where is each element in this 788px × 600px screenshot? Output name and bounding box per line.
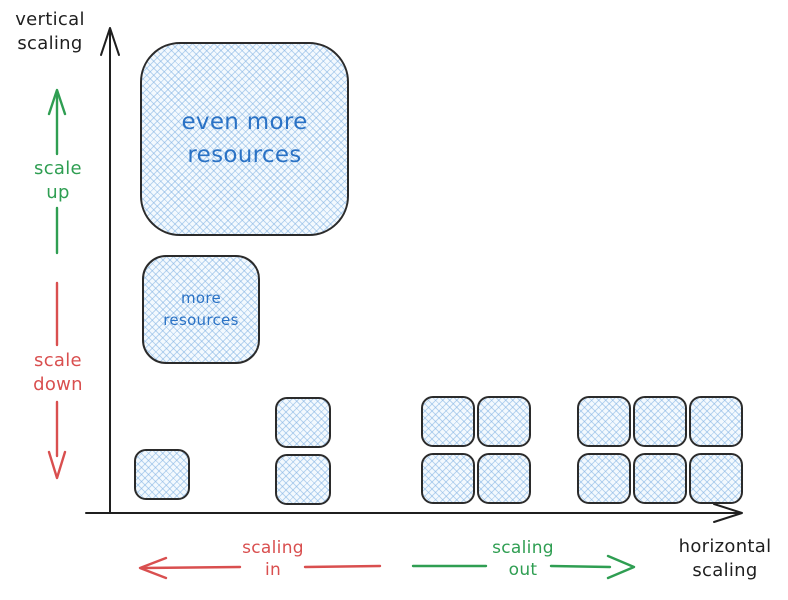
server-box [633, 396, 687, 447]
server-box [477, 453, 531, 504]
server-box [689, 396, 743, 447]
server-box [689, 453, 743, 504]
server-box [477, 396, 531, 447]
even-more-resources-label: even more resources [181, 108, 308, 168]
scaling-in-arrow-icon [138, 556, 382, 580]
scaling-out-label: scaling out [492, 538, 554, 581]
server-group-2x2 [421, 396, 531, 504]
x-axis-arrowhead-icon [713, 503, 743, 523]
scaling-in-label: scaling in [242, 538, 304, 581]
y-axis-label: vertical scaling [15, 9, 85, 55]
server-box [275, 397, 331, 448]
scale-up-arrow-icon [47, 88, 67, 255]
y-axis [100, 27, 120, 514]
server-box [577, 396, 631, 447]
server-box [633, 453, 687, 504]
x-axis [85, 503, 743, 523]
server-group-2x3 [577, 396, 743, 504]
even-more-resources-box: even more resources [140, 42, 349, 236]
server-box [275, 454, 331, 505]
server-box [134, 449, 190, 500]
scale-down-label: scale down [33, 350, 83, 396]
scale-up-label: scale up [34, 158, 82, 204]
scaling-out-arrow-icon [411, 554, 636, 580]
x-axis-label: horizontal scaling [678, 536, 772, 582]
server-box [421, 453, 475, 504]
server-box [421, 396, 475, 447]
more-resources-label: more resources [163, 288, 239, 329]
server-group-stack-of-2 [275, 397, 331, 505]
y-axis-arrowhead-icon [100, 27, 120, 56]
scale-down-arrow-icon [47, 281, 67, 480]
server-group-single [134, 449, 190, 500]
server-box [577, 453, 631, 504]
more-resources-box: more resources [142, 255, 260, 364]
